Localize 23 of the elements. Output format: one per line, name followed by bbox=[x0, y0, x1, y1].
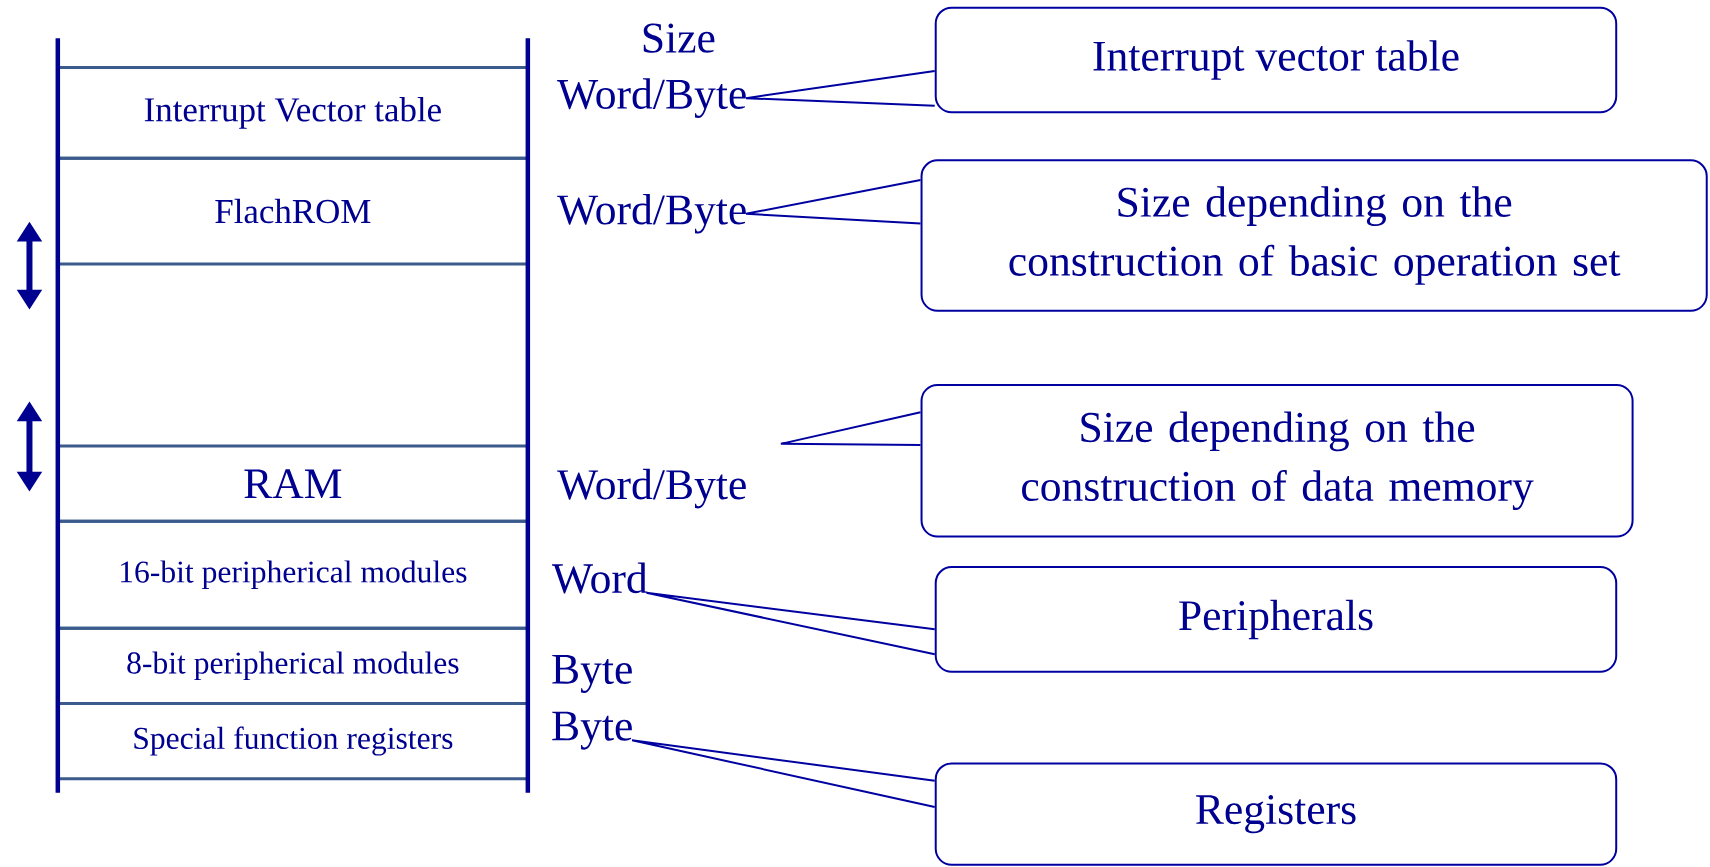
memory-region: FlachROM bbox=[56, 156, 530, 266]
size-label: Size bbox=[643, 23, 715, 53]
callout-pointer bbox=[745, 178, 922, 225]
memory-region: Special function registers bbox=[56, 701, 530, 781]
callout-pointer bbox=[645, 591, 936, 656]
size-label: Word/Byte bbox=[557, 193, 746, 234]
callout-box: Size depending on the construction of basic operation set bbox=[920, 159, 1708, 312]
callout-box: Peripherals bbox=[934, 566, 1618, 673]
memory-region: Interrupt Vector table bbox=[56, 66, 530, 160]
size-label: Word/Byte bbox=[557, 78, 746, 118]
size-label: Word/Byte bbox=[557, 468, 746, 509]
callout-pointer bbox=[779, 411, 922, 446]
size-label: Word bbox=[552, 562, 648, 594]
memory-region: RAM bbox=[56, 444, 530, 523]
callout-box: Size depending on the construction of data memory bbox=[920, 383, 1634, 538]
callout-box: Interrupt vector table bbox=[934, 6, 1618, 114]
size-label: Byte bbox=[552, 655, 632, 693]
memory-region: 8-bit peripherical modules bbox=[56, 626, 530, 705]
memory-region: 16-bit peripherical modules bbox=[56, 519, 530, 630]
size-label: Byte bbox=[552, 711, 632, 750]
callout-pointer bbox=[631, 739, 936, 808]
callout-box: Registers bbox=[934, 762, 1618, 866]
callout-pointer bbox=[745, 69, 936, 107]
